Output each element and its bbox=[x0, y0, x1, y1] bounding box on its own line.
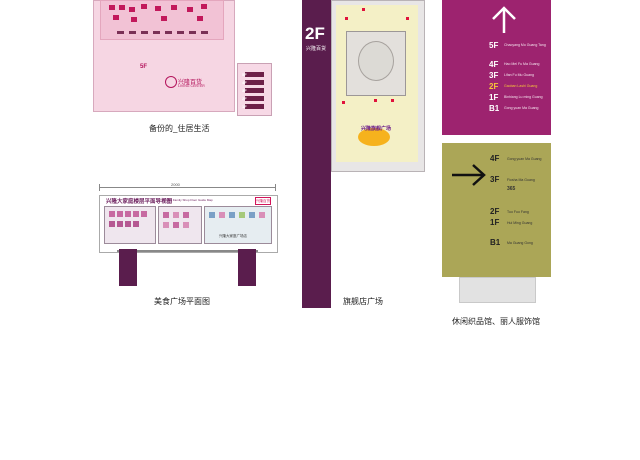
directory-floor: 5F bbox=[489, 41, 499, 50]
store-logo-icon bbox=[165, 76, 177, 88]
totem-atrium bbox=[358, 41, 394, 81]
billboard-title: 兴隆大家庭楼层平面导视图 bbox=[106, 199, 173, 205]
directory-floor: 4F bbox=[489, 60, 499, 69]
directory-note: 365 bbox=[507, 186, 516, 192]
billboard-badge: 兴隆百货 bbox=[255, 197, 271, 205]
directory-floor: 2F bbox=[490, 207, 500, 216]
directory-floor-current: 2F bbox=[489, 82, 499, 91]
directory-floor: 1F bbox=[489, 93, 499, 102]
totem-column bbox=[302, 0, 331, 308]
directory-floor-desc: Gaoban Lashi Guang bbox=[504, 84, 538, 88]
billboard-post-left bbox=[119, 249, 137, 286]
billboard-subtitle: Xinlong Family Shop Floor Guide Map bbox=[162, 198, 213, 202]
totem-floor-label: 2F bbox=[305, 24, 325, 43]
directory-floor: 1F bbox=[490, 218, 500, 227]
billboard-post-right bbox=[238, 249, 256, 286]
directory-floor-desc: Gong yuan Ma Guang bbox=[504, 106, 539, 110]
directory-floor-desc: Tuo Fuo Fang bbox=[507, 210, 529, 214]
totem-stripe bbox=[327, 170, 331, 308]
billboard-panel-right: 兴隆大家庭广场店 bbox=[204, 206, 272, 244]
floor-badge: 5F bbox=[140, 64, 148, 70]
directory-floor-desc: Hao Mei Fu Ma Guang bbox=[504, 62, 540, 66]
directory-floor-desc: Ma Guang Gong bbox=[507, 241, 533, 245]
totem-plaza-logo bbox=[358, 128, 390, 146]
pink-floor-map bbox=[100, 0, 224, 40]
directory-floor-desc: Fiosha Ma Guang bbox=[507, 178, 535, 182]
small-sign-floor: 5F bbox=[242, 72, 247, 77]
caption-living: 备份的_住居生活 bbox=[149, 124, 210, 133]
directory-floor-desc: Chaoyang Mo Guang Tang bbox=[504, 43, 546, 47]
directory-floor-current: 3F bbox=[490, 175, 500, 184]
directory-floor-desc: Binhiang Lu ming Guang bbox=[504, 95, 543, 99]
store-logo-text: 兴隆百货 bbox=[178, 80, 203, 86]
arrow-right-icon bbox=[452, 164, 486, 186]
billboard-bottom-strip bbox=[117, 250, 258, 252]
directory-top-panel: 5F Chaoyang Mo Guang Tang 4F Hao Mei Fu … bbox=[442, 0, 551, 135]
directory-floor: B1 bbox=[489, 104, 500, 113]
small-sign-floor: 1F bbox=[242, 104, 247, 109]
caption-flagship: 旗舰店广场 bbox=[343, 297, 383, 306]
billboard-panel-left bbox=[104, 206, 156, 244]
directory-floor-desc: Hui Ming Guang bbox=[507, 221, 533, 225]
small-sign-floor: 4F bbox=[242, 80, 247, 85]
totem-plaza-logo-text: 兴隆旗舰广场 bbox=[361, 126, 392, 132]
billboard-panel-label: 兴隆大家庭广场店 bbox=[219, 234, 247, 238]
caption-leisure: 休闲织品馆、丽人服饰馆 bbox=[452, 317, 540, 326]
dimension-label: 2000 bbox=[171, 182, 180, 187]
small-sign-floor: 2F bbox=[242, 96, 247, 101]
billboard-panel-mid bbox=[158, 206, 202, 244]
small-floor-sign: 5F 4F 3F 2F 1F bbox=[237, 63, 272, 116]
directory-floor: 4F bbox=[490, 154, 500, 163]
directory-floor-desc: Gong yuan Ma Guang bbox=[507, 157, 542, 161]
dimension-line bbox=[99, 187, 276, 188]
directory-floor-desc: Lifan Fu Mu Guang bbox=[504, 73, 534, 77]
directory-base bbox=[459, 277, 536, 303]
totem-brand-label: 兴隆百货 bbox=[306, 46, 327, 52]
dimension-tick-right bbox=[275, 184, 276, 191]
directory-floor: B1 bbox=[490, 238, 501, 247]
directory-floor: 3F bbox=[489, 71, 499, 80]
small-sign-floor: 3F bbox=[242, 88, 247, 93]
store-logo-subtext: LIVING CENTER bbox=[178, 84, 205, 88]
directory-bottom-panel: 4F Gong yuan Ma Guang 3F Fiosha Ma Guang… bbox=[442, 143, 551, 277]
arrow-up-icon bbox=[492, 6, 516, 33]
dimension-tick-left bbox=[99, 184, 100, 191]
caption-food-plaza: 美食广场平面图 bbox=[154, 297, 210, 306]
